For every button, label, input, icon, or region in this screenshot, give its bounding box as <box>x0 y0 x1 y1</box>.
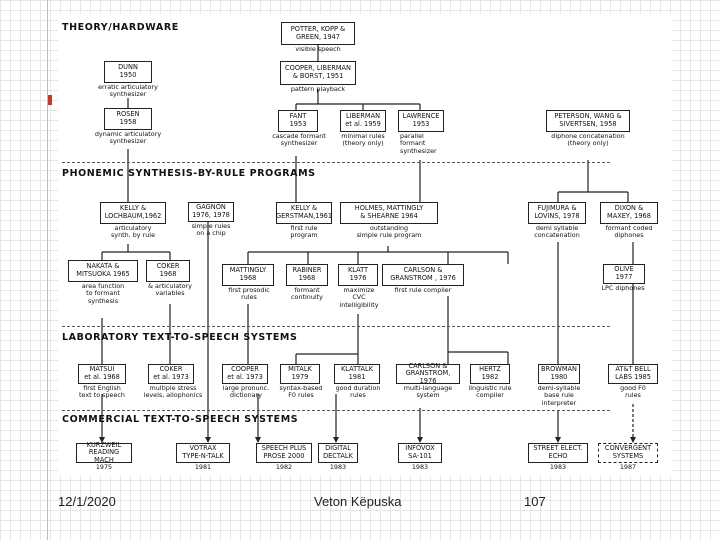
caption-olive: LPC diphones <box>601 284 645 292</box>
caption-cooper: pattern playback <box>290 85 346 93</box>
caption-holmes: outstanding simple rule program <box>356 224 422 240</box>
connector-lines <box>99 45 636 443</box>
footer-author: Veton Këpuska <box>314 494 402 509</box>
caption-potter: visible speech <box>295 45 341 53</box>
node-browman: BROWMAN 1980 <box>538 364 580 384</box>
node-holmes: HOLMES, MATTINGLY & SHEARNE 1964 <box>340 202 438 224</box>
year-speech-plus: 1982 <box>275 463 293 471</box>
section-divider-3 <box>62 410 610 411</box>
caption-klattalk: good duration rules <box>335 384 381 400</box>
node-fujimura: FUJIMURA & LOVINS, 1978 <box>528 202 586 224</box>
slide-left-rule <box>47 0 48 540</box>
node-kurzweil: KURZWEIL READING MACH <box>76 441 132 464</box>
caption-att-bell: good F0 rules <box>620 384 646 400</box>
node-matsui: MATSUI et al. 1968 <box>78 364 126 384</box>
caption-carlson-1976b: multi-language system <box>403 384 453 400</box>
caption-mitalk: syntax-based F0 rules <box>279 384 323 400</box>
section-laboratory: LABORATORY TEXT-TO-SPEECH SYSTEMS <box>62 332 298 343</box>
year-votrax: 1981 <box>194 463 212 471</box>
year-dectalk: 1983 <box>329 463 347 471</box>
node-liberman: LIBERMAN et al. 1959 <box>340 110 386 132</box>
caption-gagnon: simple rules on a chip <box>191 222 231 238</box>
node-carlson-1976a: CARLSON & GRANSTROM , 1976 <box>382 264 464 286</box>
history-diagram: THEORY/HARDWARE PHONEMIC SYNTHESIS-BY-RU… <box>58 14 672 476</box>
node-mitalk: MITALK 1979 <box>280 364 320 384</box>
node-kelly-gerstman: KELLY & GERSTMAN,1961 <box>276 202 332 224</box>
section-divider-2 <box>62 326 610 327</box>
caption-liberman: minimal rules (theory only) <box>341 132 385 148</box>
caption-browman: demi-syllable base rule interpreter <box>537 384 581 407</box>
caption-dunn: erratic articulatory synthesizer <box>98 83 158 99</box>
node-rabiner: RABINER 1968 <box>286 264 328 286</box>
caption-klatt: maximize CVC intelligibility <box>339 286 379 309</box>
node-coker-1968: COKER 1968 <box>146 260 190 282</box>
node-coker-1973: COKER et al. 1973 <box>148 364 194 384</box>
node-klatt: KLATT 1976 <box>338 264 378 286</box>
caption-coker-1973: multiple stress levels, allophonics <box>143 384 203 400</box>
node-lawrence: LAWRENCE 1953 <box>398 110 444 132</box>
caption-kelly-gerstman: first rule program <box>290 224 318 240</box>
year-street-echo: 1983 <box>549 463 567 471</box>
node-rosen: ROSEN 1958 <box>104 108 152 130</box>
caption-nakata: area function to formant synthesis <box>81 282 125 305</box>
node-speech-plus: SPEECH PLUS PROSE 2000 <box>256 443 312 463</box>
section-divider-1 <box>62 162 610 163</box>
node-hertz: HERTZ 1982 <box>470 364 510 384</box>
year-infovox: 1983 <box>411 463 429 471</box>
caption-kelly-lochbaum: articulatory synth. by rule <box>110 224 156 240</box>
caption-fant: cascade formant synthesizer <box>272 132 326 148</box>
caption-coker-1968: & articulatory variables <box>148 282 192 298</box>
footer-page-number: 107 <box>524 494 546 509</box>
node-dunn: DUNN 1950 <box>104 61 152 83</box>
node-gagnon: GAGNON 1976, 1978 <box>188 202 234 222</box>
node-cooper: COOPER, LIBERMAN & BORST, 1951 <box>280 61 356 85</box>
caption-lawrence: parallel formant synthesizer <box>400 132 437 155</box>
node-klattalk: KLATTALK 1981 <box>334 364 380 384</box>
node-street-echo: STREET ELECT. ECHO <box>528 443 588 463</box>
node-potter: POTTER, KOPP & GREEN, 1947 <box>281 22 355 45</box>
section-phonemic: PHONEMIC SYNTHESIS-BY-RULE PROGRAMS <box>62 168 316 179</box>
node-dectalk: DIGITAL DECTALK <box>318 443 358 463</box>
caption-rosen: dynamic articulatory synthesizer <box>94 130 162 146</box>
footer-date: 12/1/2020 <box>58 494 116 509</box>
slide-marker <box>48 95 52 105</box>
node-dixon: DIXON & MAXEY, 1968 <box>600 202 658 224</box>
node-convergent: CONVERGENT SYSTEMS <box>598 443 658 463</box>
node-nakata: NAKATA & MITSUOKA 1965 <box>68 260 138 282</box>
year-convergent: 1987 <box>619 463 637 471</box>
section-theory-hardware: THEORY/HARDWARE <box>62 22 179 33</box>
caption-cooper-1973: large pronunc. dictionary <box>222 384 270 400</box>
node-fant: FANT 1953 <box>278 110 318 132</box>
node-carlson-1976b: CARLSON & GRANSTROM, 1976 <box>396 362 460 385</box>
node-mattingly: MATTINGLY 1968 <box>222 264 274 286</box>
caption-mattingly: first prosodic rules <box>228 286 270 302</box>
caption-matsui: first English text to speech <box>79 384 125 400</box>
node-votrax: VOTRAX TYPE-N-TALK <box>176 443 230 463</box>
caption-hertz: linguistic rule compiler <box>468 384 512 400</box>
caption-dixon: formant coded diphones <box>605 224 653 240</box>
node-att-bell: AT&T BELL LABS 1985 <box>608 364 658 384</box>
caption-rabiner: formant continuity <box>291 286 323 302</box>
caption-carlson-1976a: first rule compiler <box>394 286 452 294</box>
caption-peterson: diphone concatenation (theory only) <box>551 132 625 148</box>
node-kelly-lochbaum: KELLY & LOCHBAUM,1962 <box>100 202 166 224</box>
node-olive: OLIVE 1977 <box>603 264 645 284</box>
node-peterson: PETERSON, WANG & SIVERTSEN, 1958 <box>546 110 630 132</box>
caption-fujimura: demi syllable concatenation <box>534 224 580 240</box>
year-kurzweil: 1975 <box>95 463 113 471</box>
node-cooper-1973: COOPER et al. 1973 <box>222 364 268 384</box>
node-infovox: INFOVOX SA-101 <box>398 443 442 463</box>
section-commercial: COMMERCIAL TEXT-TO-SPEECH SYSTEMS <box>62 414 299 425</box>
